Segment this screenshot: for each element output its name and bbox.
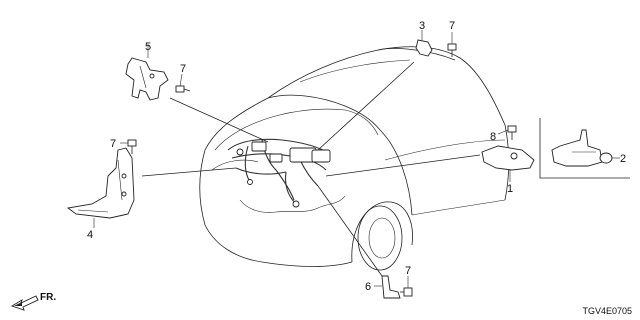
callout-6: 6	[365, 281, 371, 293]
callout-7: 7	[180, 63, 186, 75]
part-1-bracket	[481, 145, 535, 182]
callout-8: 8	[490, 131, 496, 143]
part-5-bracket	[125, 44, 169, 101]
callout-4: 4	[87, 229, 93, 241]
callout-5: 5	[145, 41, 151, 53]
car-body-outline	[199, 46, 510, 271]
callout-7: 7	[405, 265, 411, 277]
part-4-bracket	[66, 147, 135, 228]
part-2-inset	[539, 118, 630, 179]
callout-7: 7	[110, 138, 116, 150]
part-3-clip	[415, 30, 433, 57]
front-direction-arrow-icon	[10, 295, 39, 311]
bolt-icon	[175, 73, 191, 93]
callout-3: 3	[419, 20, 425, 32]
bolt-icon	[447, 32, 457, 57]
front-label: FR.	[40, 292, 56, 303]
callout-2: 2	[620, 153, 626, 165]
bolt-icon	[400, 276, 413, 297]
part-6-bracket	[374, 275, 401, 299]
callout-7: 7	[449, 20, 455, 32]
part-8-bolt	[497, 125, 517, 140]
bolt-icon-group	[120, 32, 457, 297]
diagram-code: TGV4E0705	[582, 306, 632, 316]
bolt-icon	[120, 139, 137, 154]
leader-lines	[141, 61, 481, 277]
callout-1: 1	[507, 183, 513, 195]
engine-wire-harness	[227, 138, 331, 208]
